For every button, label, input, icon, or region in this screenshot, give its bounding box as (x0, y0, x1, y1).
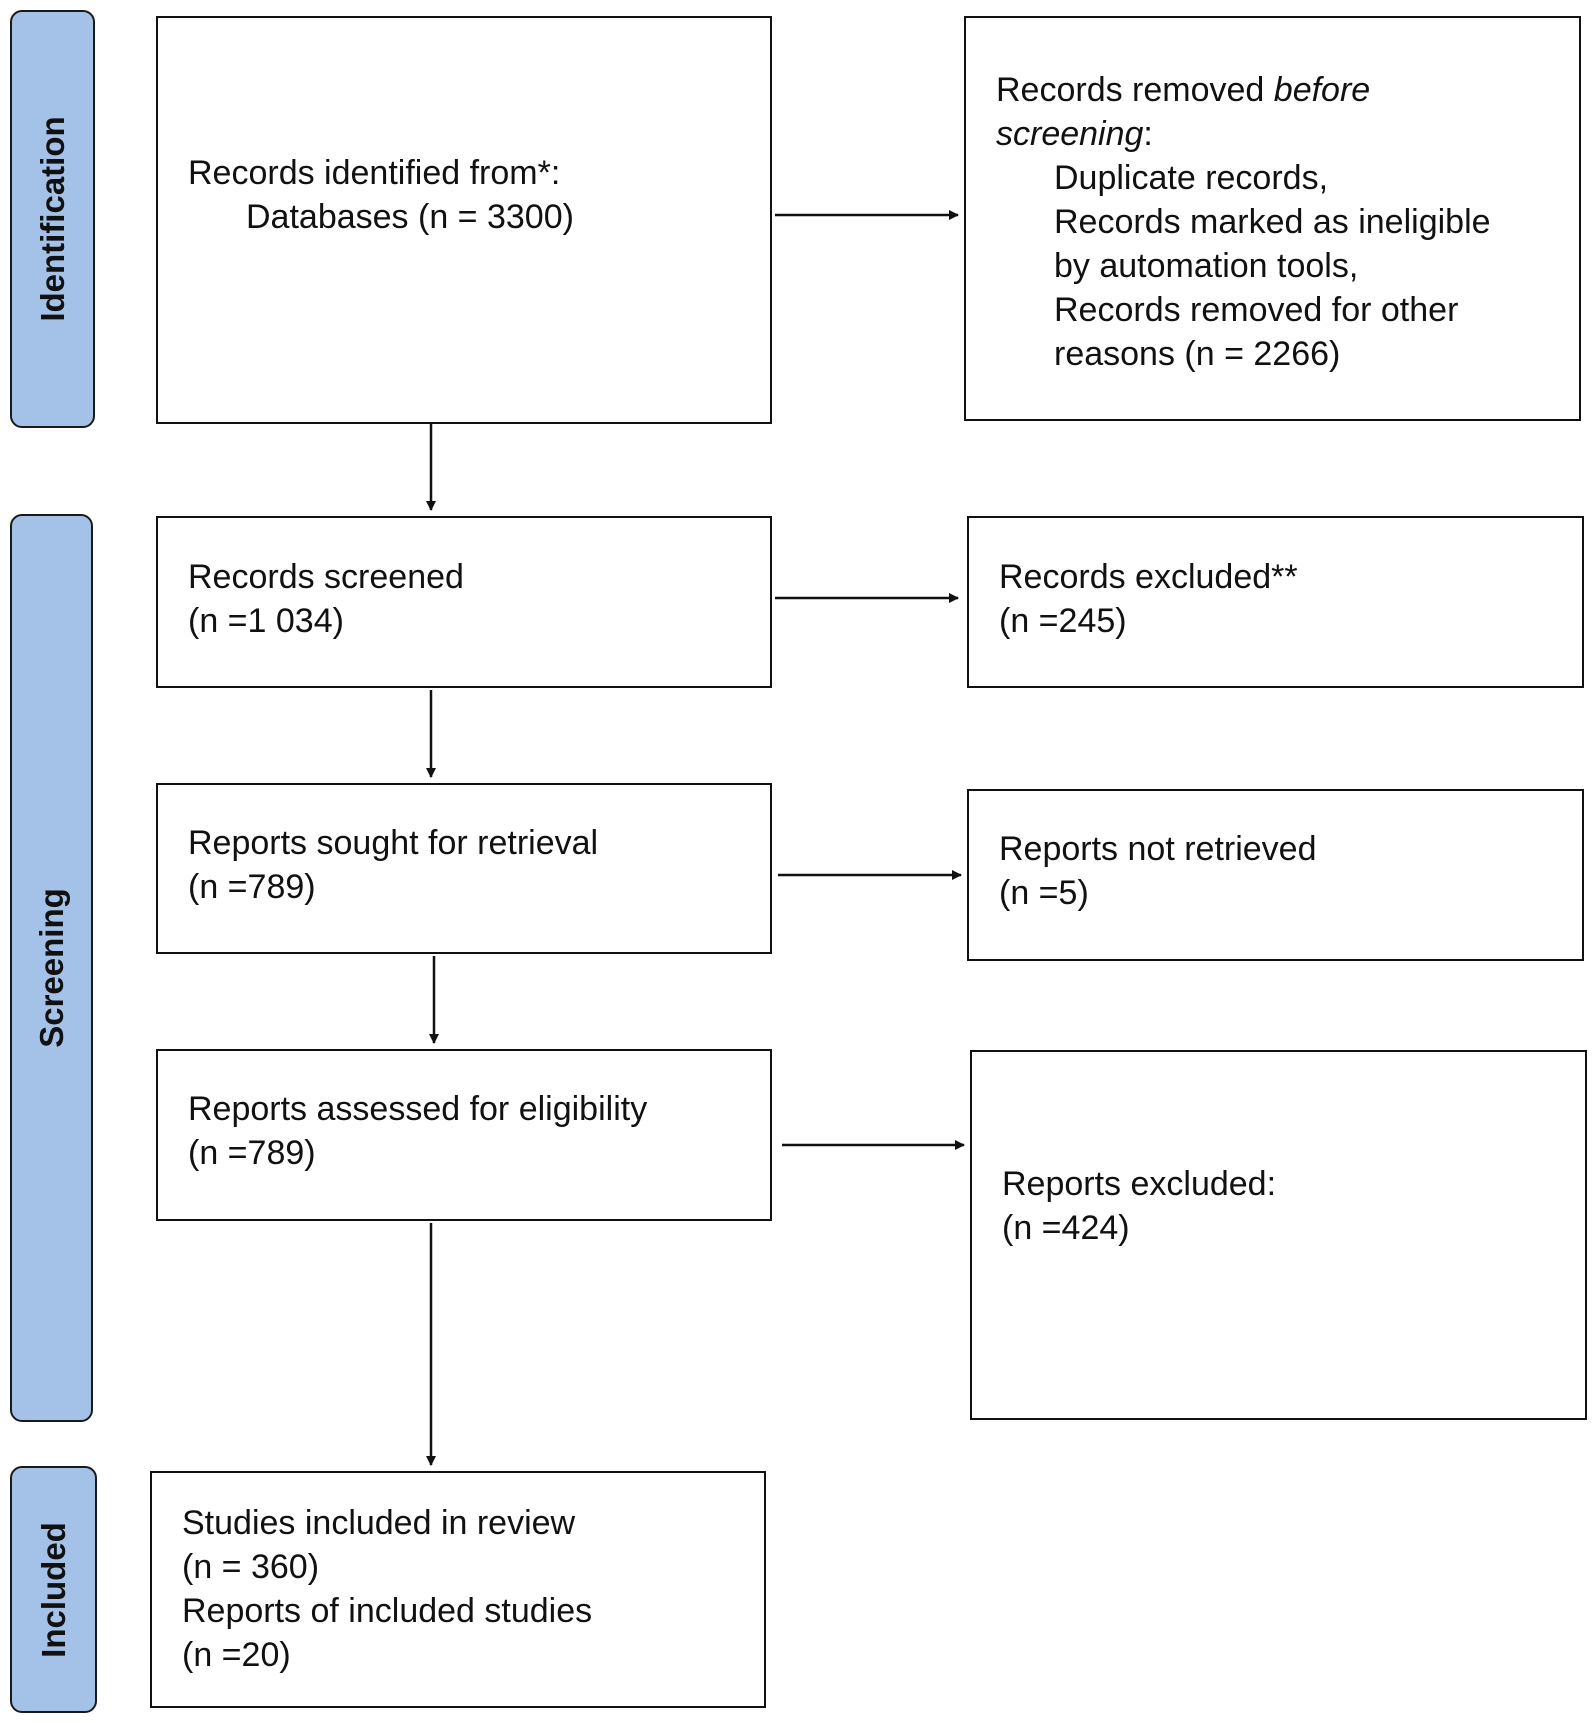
records-excluded-label: Records excluded** (999, 558, 1298, 596)
screening-emphasis: screening (996, 115, 1144, 153)
databases-count: Databases (n = 3300) (246, 198, 574, 236)
reports-excluded-box: Reports excluded: (n =424) (970, 1050, 1587, 1420)
other-reasons-item: Records removed for other (1054, 291, 1459, 329)
records-identified-box: Records identified from*: Databases (n =… (156, 16, 772, 424)
reports-assessed-label: Reports assessed for eligibility (188, 1090, 648, 1128)
records-removed-text: Records removed (996, 71, 1274, 109)
reports-included-label: Reports of included studies (182, 1592, 593, 1630)
records-removed-heading: Records removed before (996, 68, 1579, 112)
studies-included-label: Studies included in review (182, 1504, 576, 1542)
records-excluded-box: Records excluded** (n =245) (967, 516, 1584, 688)
reports-sought-box: Reports sought for retrieval (n =789) (156, 783, 772, 954)
removed-count: reasons (n = 2266) (1054, 335, 1341, 373)
ineligible-records-item: Records marked as ineligible (1054, 203, 1491, 241)
records-excluded-count: (n =245) (999, 602, 1127, 640)
reports-sought-count: (n =789) (188, 868, 316, 906)
studies-included-box: Studies included in review (n = 360) Rep… (150, 1471, 766, 1708)
reports-sought-label: Reports sought for retrieval (188, 824, 599, 862)
phase-screening: Screening (10, 514, 93, 1422)
reports-included-count: (n =20) (182, 1636, 291, 1674)
automation-tools-item: by automation tools, (1054, 247, 1359, 285)
records-screened-box: Records screened (n =1 034) (156, 516, 772, 688)
records-identified-heading: Records identified from*: (188, 154, 561, 192)
reports-excluded-label: Reports excluded: (1002, 1165, 1277, 1203)
reports-not-retrieved-count: (n =5) (999, 874, 1089, 912)
before-emphasis: before (1273, 71, 1371, 109)
screening-subheading: screening: (996, 112, 1579, 156)
records-removed-box: Records removed before screening: Duplic… (964, 16, 1581, 421)
duplicate-records-item: Duplicate records, (1054, 159, 1329, 197)
records-screened-label: Records screened (188, 558, 464, 596)
reports-not-retrieved-label: Reports not retrieved (999, 830, 1317, 868)
screening-colon: : (1143, 115, 1153, 153)
reports-not-retrieved-box: Reports not retrieved (n =5) (967, 789, 1584, 961)
phase-identification: Identification (10, 10, 95, 428)
records-screened-count: (n =1 034) (188, 602, 344, 640)
reports-assessed-count: (n =789) (188, 1134, 316, 1172)
phase-included: Included (10, 1466, 97, 1713)
reports-excluded-count: (n =424) (1002, 1209, 1130, 1247)
studies-included-count: (n = 360) (182, 1548, 320, 1586)
reports-assessed-box: Reports assessed for eligibility (n =789… (156, 1049, 772, 1221)
